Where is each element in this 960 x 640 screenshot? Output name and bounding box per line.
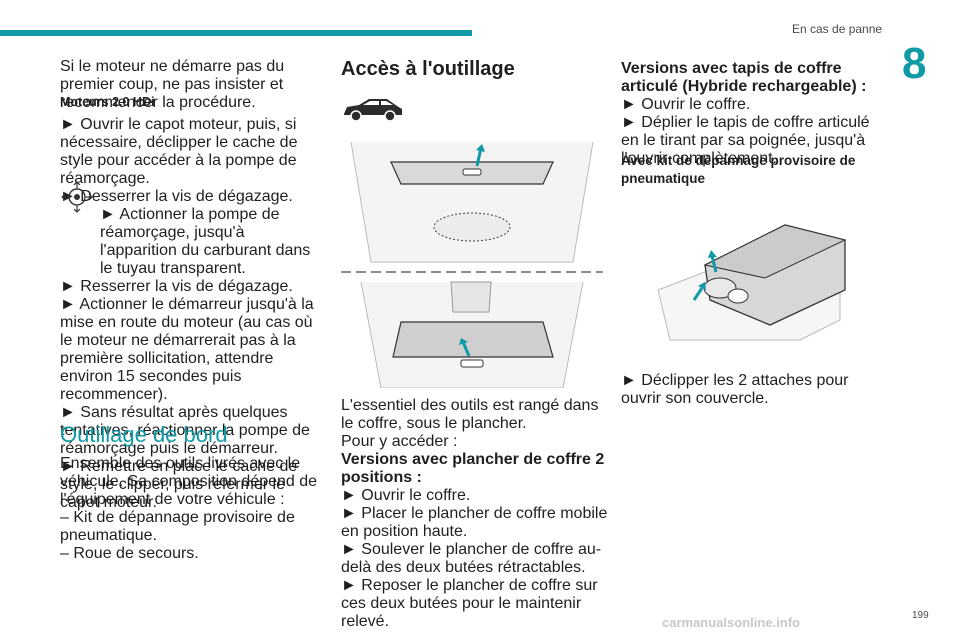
step-item: ► Sans résultat après quelques tentative…: [60, 404, 310, 457]
header-accent-bar: [0, 30, 472, 36]
outillage-item: – Kit de dépannage provisoire de pneumat…: [60, 509, 295, 544]
moteurs-heading: Moteurs 2.0 HDi: [60, 95, 155, 109]
step-item: ► Ouvrir le coffre.: [621, 96, 751, 113]
acces-paragraph: L'essentiel des outils est rangé dans le…: [341, 397, 599, 432]
tapis-section: Versions avec tapis de coffre articulé (…: [621, 60, 883, 168]
kit-heading: Avec kit de dépannage provisoire de pneu…: [621, 153, 856, 186]
priming-pump-icon: [61, 181, 93, 213]
kit-step: ► Déclipper les 2 attaches pour ouvrir s…: [621, 372, 849, 407]
step-item: ► Resserrer la vis de dégazage.: [60, 278, 293, 295]
versions-heading: Versions avec tapis de coffre articulé (…: [621, 60, 867, 95]
step-item: ► Soulever le plancher de coffre au-delà…: [341, 541, 602, 576]
page-number: 199: [912, 610, 929, 621]
step-item: ► Ouvrir le capot moteur, puis, si néces…: [60, 116, 298, 187]
trunk-floor-illustration: [341, 142, 603, 388]
repair-kit-illustration: [657, 224, 847, 341]
versions-heading: Versions avec plancher de coffre 2 posit…: [341, 451, 605, 486]
acces-heading: Accès à l'outillage: [341, 58, 515, 80]
intro-paragraph: Si le moteur ne démarre pas du premier c…: [60, 58, 285, 111]
section-title: En cas de panne: [792, 22, 883, 36]
acces-paragraph: Pour y accéder :: [341, 433, 458, 450]
chapter-number: 8: [902, 39, 927, 88]
step-item: ► Placer le plancher de coffre mobile en…: [341, 505, 608, 540]
step-item: ► Remettre en place le cache de style, l…: [60, 458, 298, 511]
outillage-text: Ensemble des outils livrés avec le véhic…: [60, 455, 318, 508]
outillage-paragraph: Ensemble des outils livrés avec le véhic…: [60, 455, 322, 563]
step-item: ► Déplier le tapis de coffre articulé en…: [621, 114, 870, 167]
acces-body: L'essentiel des outils est rangé dans le…: [341, 397, 611, 631]
outillage-item: – Roue de secours.: [60, 545, 199, 562]
step-item: ► Actionner la pompe de réamorçage, jusq…: [100, 206, 311, 277]
watermark: carmanualsonline.info: [662, 615, 800, 630]
step-item: ► Actionner le démarreur jusqu'à la mise…: [60, 296, 314, 403]
step-list: ► Ouvrir le capot moteur, puis, si néces…: [60, 116, 322, 512]
step-item: ► Desserrer la vis de dégazage.: [60, 188, 293, 205]
step-item: ► Ouvrir le coffre.: [341, 487, 471, 504]
step-item: ► Reposer le plancher de coffre sur ces …: [341, 577, 598, 630]
outillage-heading: Outillage de bord: [60, 422, 228, 447]
suv-car-icon: [344, 99, 402, 122]
